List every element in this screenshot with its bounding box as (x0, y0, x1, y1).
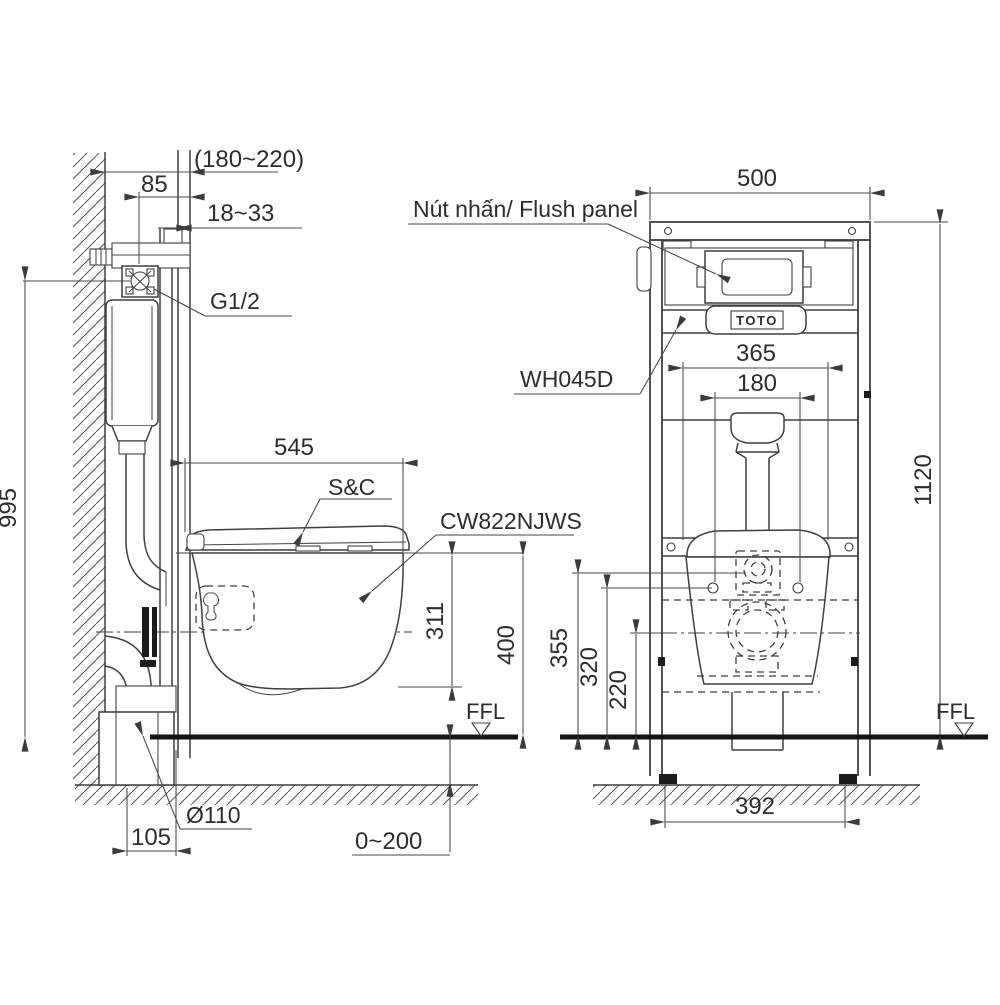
flush-panel-button (721, 258, 793, 296)
dim-bowl-depth: 545 (274, 434, 314, 461)
frame-feet (659, 774, 857, 784)
dim-frame-height: 1120 (910, 454, 937, 506)
inlet-bracket (111, 228, 191, 269)
front-view: TOTO (636, 221, 871, 784)
label-drain-pipe-diameter: Ø110 (186, 802, 241, 828)
flush-pipe-side (125, 454, 167, 606)
drain-pipe-front (731, 692, 784, 751)
dimensions-side-view: (180~220) 85 18~33 G1/2 995 545 S&C CW82… (0, 146, 582, 856)
seat-cover-side (184, 525, 410, 552)
brand-logo-text: TOTO (736, 313, 778, 328)
concealed-cistern-tank (105, 299, 159, 455)
label-flush-panel: Nút nhấn/ Flush panel (413, 196, 638, 222)
ffl-marker-right (953, 722, 975, 737)
frame-front (636, 221, 871, 776)
structural-floor-left (75, 784, 478, 805)
side-view (89, 150, 524, 786)
dimensions-front-view: 500 Nút nhấn/ Flush panel WH045D 365 180… (408, 165, 975, 828)
dim-wall-to-finished-wall: (180~220) (194, 146, 304, 173)
dim-bolt-height: 320 (576, 647, 603, 687)
label-frame-model: WH045D (520, 366, 613, 392)
dim-frame-width: 500 (737, 165, 777, 192)
outlet-marking (195, 585, 255, 631)
dim-finish-thickness: 18~33 (207, 200, 274, 227)
label-water-inlet-thread: G1/2 (210, 288, 260, 314)
dim-hanger-width: 365 (736, 340, 776, 367)
label-ffl-left: FFL (466, 699, 505, 724)
dim-bolt-spacing: 180 (737, 370, 777, 397)
drain-socket-marking (727, 601, 787, 661)
label-ffl-right: FFL (936, 699, 975, 724)
structural-floor-right (593, 784, 920, 805)
dim-bowl-front-height: 311 (422, 602, 449, 640)
dim-inlet-center-height: 355 (546, 628, 573, 668)
wall-hatch (73, 152, 106, 785)
dim-drain-center-height: 220 (605, 670, 632, 710)
side-clip (636, 246, 652, 292)
toilet-bowl-front (685, 556, 830, 685)
toilet-bowl-side (191, 552, 404, 696)
dim-drain-wall-offset: 105 (131, 824, 171, 851)
label-toilet-model: CW822NJWS (440, 508, 582, 534)
fixing-bolt-right (792, 582, 804, 594)
fixing-bolts-side (140, 607, 157, 667)
dim-foot-spacing: 392 (735, 793, 775, 820)
dim-inlet-height: 995 (0, 488, 22, 528)
water-inlet-nipple (89, 248, 113, 266)
logo-rail: TOTO (662, 305, 858, 335)
drain-elbow-pipe (98, 635, 177, 786)
stop-valve (121, 265, 159, 298)
flush-panel-unit (664, 247, 854, 306)
dim-floor-buildup: 0~200 (355, 828, 422, 855)
flush-pipe-front (730, 412, 785, 545)
dim-rim-height: 400 (493, 625, 520, 665)
label-seat-cover: S&C (328, 474, 375, 500)
dim-inlet-offset: 85 (141, 171, 168, 198)
ffl-marker-left (470, 722, 492, 737)
